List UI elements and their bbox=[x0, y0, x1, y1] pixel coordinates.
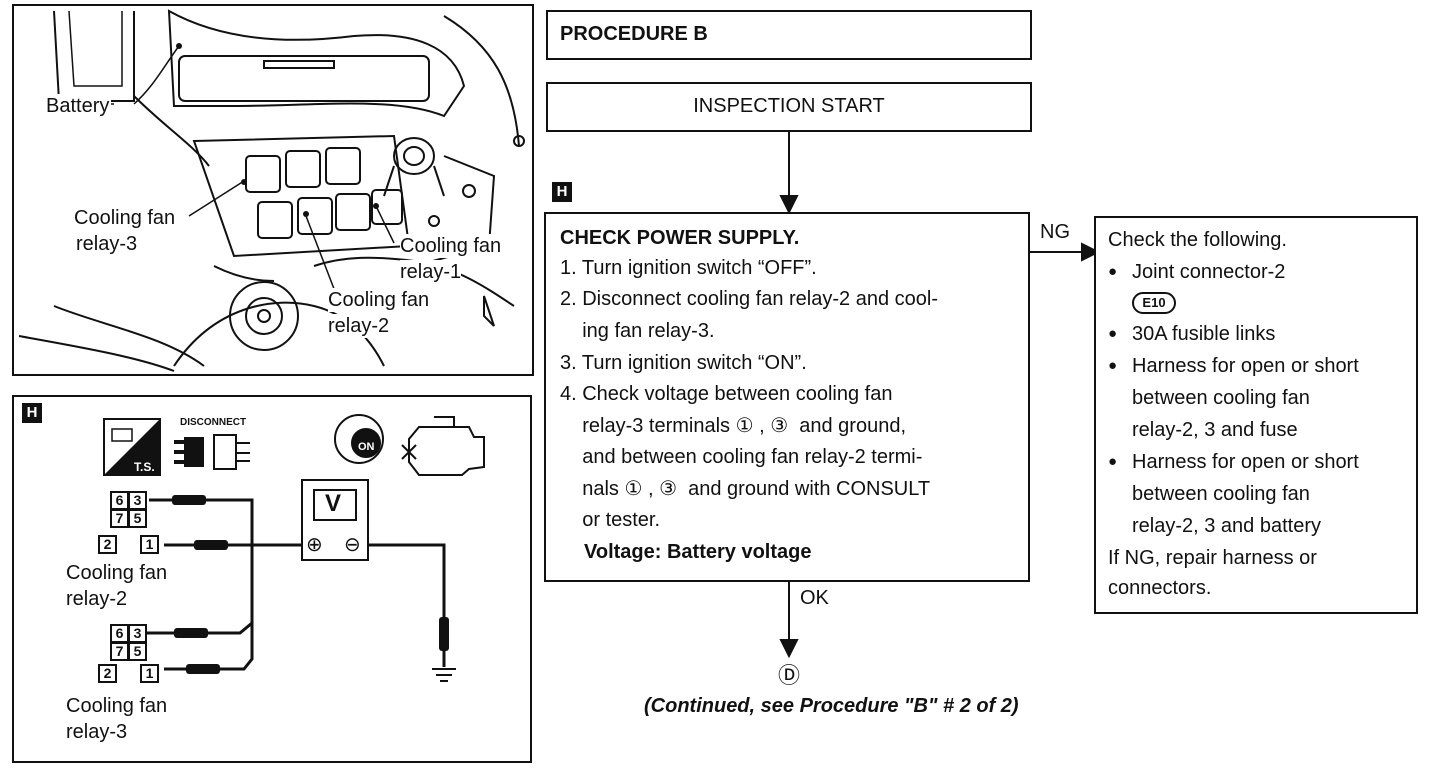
pin-6: 6 bbox=[110, 624, 129, 643]
ng-item-harness-battery-line2: between cooling fan bbox=[1132, 483, 1310, 505]
step-line: relay-3 terminals ① , ③ and ground, bbox=[560, 415, 907, 437]
ng-item-harness-battery-line3: relay-2, 3 and battery bbox=[1132, 515, 1321, 537]
meter-minus-terminal: ⊖ bbox=[344, 534, 361, 556]
ng-footer-line2: connectors. bbox=[1108, 577, 1212, 599]
inspection-start-label: INSPECTION START bbox=[693, 95, 885, 117]
pin-5: 5 bbox=[128, 642, 147, 661]
disconnect-label: DISCONNECT bbox=[180, 417, 247, 428]
disconnect-icon bbox=[174, 434, 250, 470]
relay3-wiring-label-line1: Cooling fan bbox=[66, 695, 168, 717]
relay2-label-line1: Cooling fan bbox=[328, 288, 430, 312]
voltage-spec: Voltage: Battery voltage bbox=[584, 541, 812, 563]
step-line: 4. Check voltage between cooling fan bbox=[560, 383, 893, 405]
pin-2: 2 bbox=[98, 664, 117, 683]
relay1-label-line1: Cooling fan bbox=[400, 234, 502, 258]
ts-icon bbox=[103, 418, 161, 476]
ng-header: Check the following. bbox=[1108, 229, 1287, 251]
ng-item-harness-fuse: Harness for open or short bbox=[1108, 354, 1359, 378]
engine-compartment-drawing bbox=[18, 9, 525, 372]
continue-marker-d: Ⓓ bbox=[778, 663, 801, 688]
pin-6: 6 bbox=[110, 491, 129, 510]
ts-label: T.S. bbox=[134, 460, 155, 474]
step-line: 1. Turn ignition switch “OFF”. bbox=[560, 257, 817, 279]
relay3-label-line1: Cooling fan bbox=[74, 207, 176, 229]
step-line: nals ① , ③ and ground with CONSULT bbox=[560, 478, 931, 500]
procedure-title: PROCEDURE B bbox=[560, 23, 708, 45]
procedure-title-box: PROCEDURE B bbox=[546, 10, 1032, 60]
continued-note: (Continued, see Procedure "B" # 2 of 2) bbox=[644, 695, 1019, 717]
pin-3: 3 bbox=[128, 624, 147, 643]
step-line: 3. Turn ignition switch “ON”. bbox=[560, 352, 807, 374]
pin-1: 1 bbox=[140, 664, 159, 683]
step-marker-h: H bbox=[22, 403, 42, 423]
pin-5: 5 bbox=[128, 509, 147, 528]
ignition-key-icon bbox=[334, 414, 384, 464]
relay2-label-line2: relay-2 bbox=[328, 314, 390, 338]
ng-item-harness-fuse-line3: relay-2, 3 and fuse bbox=[1132, 419, 1298, 441]
battery-label: Battery bbox=[44, 94, 112, 118]
step-marker-h: H bbox=[552, 182, 572, 202]
inspection-start-box: INSPECTION START bbox=[546, 82, 1032, 132]
ok-branch-label: OK bbox=[800, 587, 829, 609]
ng-item-joint-connector: Joint connector-2 bbox=[1108, 260, 1285, 284]
engine-compartment-figure: Battery Cooling fan relay-3 Cooling fan … bbox=[12, 4, 534, 376]
connector-code: E10 bbox=[1142, 295, 1166, 310]
pin-7: 7 bbox=[110, 509, 129, 528]
relay3-wiring-label-line2: relay-3 bbox=[66, 721, 128, 743]
ng-branch-label: NG bbox=[1040, 221, 1070, 243]
step-line: 2. Disconnect cooling fan relay-2 and co… bbox=[560, 288, 938, 310]
pin-3: 3 bbox=[128, 491, 147, 510]
relay2-wiring-label-line1: Cooling fan bbox=[66, 562, 168, 584]
step-line: or tester. bbox=[560, 509, 661, 531]
pin-1: 1 bbox=[140, 535, 159, 554]
key-on-label: ON bbox=[358, 441, 375, 453]
ng-footer-line1: If NG, repair harness or bbox=[1108, 547, 1317, 569]
ng-check-box: Check the following. Joint connector-2 E… bbox=[1094, 216, 1418, 614]
ng-item-harness-battery: Harness for open or short bbox=[1108, 450, 1359, 474]
check-power-supply-box: CHECK POWER SUPPLY. 1. Turn ignition swi… bbox=[544, 212, 1030, 582]
meter-plus-terminal: ⊕ bbox=[306, 534, 323, 556]
meter-v-label: V bbox=[325, 490, 342, 517]
engine-icon bbox=[401, 416, 485, 476]
ng-item-fusible-links: 30A fusible links bbox=[1108, 322, 1275, 346]
relay3-label-line2: relay-3 bbox=[76, 233, 138, 255]
connector-code-badge: E10 bbox=[1132, 292, 1176, 314]
measurement-figure: H bbox=[12, 395, 532, 763]
relay1-label-line2: relay-1 bbox=[400, 260, 462, 284]
pin-7: 7 bbox=[110, 642, 129, 661]
check-title: CHECK POWER SUPPLY. bbox=[560, 227, 800, 249]
wiring-drawing bbox=[103, 414, 485, 682]
step-line: and between cooling fan relay-2 termi- bbox=[560, 446, 923, 468]
ng-item-harness-fuse-line2: between cooling fan bbox=[1132, 387, 1310, 409]
step-line: ing fan relay-3. bbox=[560, 320, 715, 342]
pin-2: 2 bbox=[98, 535, 117, 554]
relay2-wiring-label-line2: relay-2 bbox=[66, 588, 128, 610]
